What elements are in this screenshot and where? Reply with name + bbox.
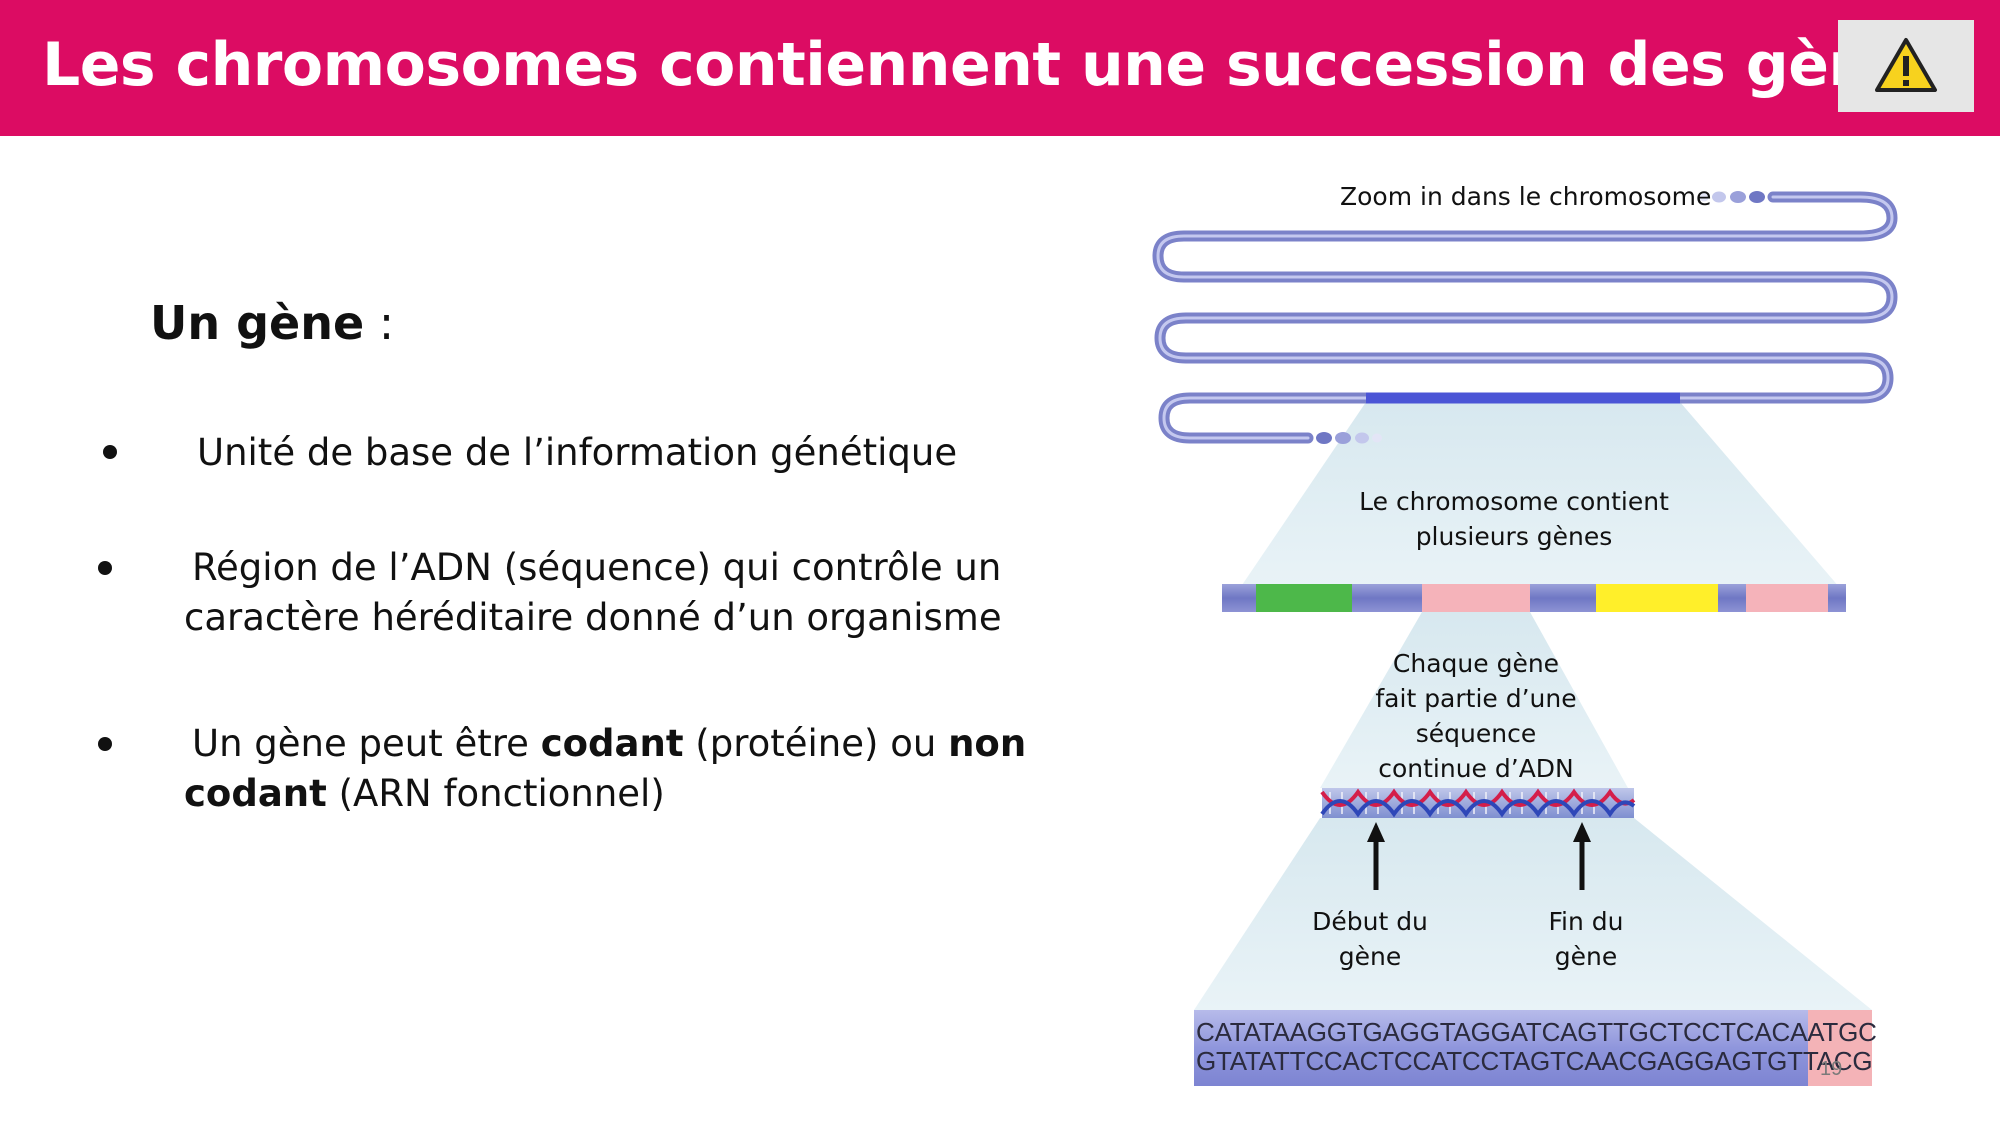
- warning-button[interactable]: [1838, 20, 1974, 112]
- gene-label-line: séquence: [1415, 719, 1537, 748]
- arrow-up-icon: [1573, 822, 1591, 890]
- chromosome-end-beads-bottom: [1316, 432, 1382, 444]
- warning-triangle-icon: [1875, 38, 1937, 92]
- gene-segment-pink-1: [1422, 584, 1530, 612]
- bullet-marker: [98, 737, 112, 751]
- chromosome-label: Le chromosome contient plusieurs gènes: [1334, 484, 1694, 554]
- bullet-3-line-1: Un gène peut être codant (protéine) ou n…: [184, 719, 1026, 769]
- bullet-marker: [98, 561, 112, 575]
- page-number: 19: [1820, 1058, 1843, 1080]
- dna-sequence-top: CATATAAGGTGAGGTAGGATCAGTTGCTCCTCACAATGC: [1196, 1017, 1877, 1047]
- gene-end-label-line: Fin du: [1548, 907, 1624, 936]
- bullet-3-bold-codant: codant: [540, 722, 684, 765]
- gene-label-line: fait partie d’une: [1375, 684, 1577, 713]
- subtitle-colon: :: [364, 296, 395, 350]
- gene-segment-green: [1256, 584, 1352, 612]
- subtitle-bold: Un gène: [150, 296, 365, 350]
- bullet-2: Région de l’ADN (séquence) qui contrôle …: [184, 543, 1002, 643]
- bullet-marker: [103, 445, 117, 459]
- slide-title: Les chromosomes contiennent une successi…: [42, 30, 1947, 100]
- chromosome-coil: [1152, 191, 1898, 444]
- bullet-2-line-1: Région de l’ADN (séquence) qui contrôle …: [192, 546, 1002, 589]
- chromosome-label-line: Le chromosome contient: [1359, 487, 1669, 516]
- gene-start-label-line: gène: [1338, 942, 1402, 971]
- bullet-1-text: Unité de base de l’information génétique: [197, 431, 958, 474]
- dna-helix: [1320, 788, 1636, 818]
- gene-segment-pink-2: [1746, 584, 1828, 612]
- gene-bar: [1222, 584, 1846, 612]
- bullet-3-text: Un gène peut être: [192, 722, 541, 765]
- subtitle: Un gène :: [150, 296, 394, 350]
- bullet-3-text: (protéine) ou: [683, 722, 949, 765]
- chromosome-label-line: plusieurs gènes: [1415, 522, 1613, 551]
- bullet-3-text: (ARN fonctionnel): [326, 772, 665, 815]
- bullet-1: Unité de base de l’information génétique: [197, 428, 957, 478]
- arrow-up-icon: [1367, 822, 1385, 890]
- bullet-3: Un gène peut être codant (protéine) ou n…: [184, 719, 1026, 819]
- title-bar: Les chromosomes contiennent une successi…: [0, 0, 2000, 136]
- gene-start-label-line: Début du: [1312, 907, 1428, 936]
- gene-segment-yellow: [1596, 584, 1718, 612]
- bullet-3-bold-codant: codant: [184, 772, 327, 815]
- gene-end-label-line: gène: [1554, 942, 1618, 971]
- gene-label: Chaque gène fait partie d’une séquence c…: [1336, 646, 1616, 786]
- gene-start-label: Début du gène: [1290, 904, 1450, 974]
- bullet-3-line-2: codant (ARN fonctionnel): [184, 769, 1026, 819]
- gene-label-line: continue d’ADN: [1378, 754, 1574, 783]
- gene-label-line: Chaque gène: [1392, 649, 1560, 678]
- dna-sequence-bottom: GTATATTCCACTCCATCCTAGTCAACGAGGAGTGTTACG: [1196, 1046, 1873, 1076]
- bullet-3-bold-non: non: [948, 722, 1027, 765]
- bullet-2-line-2: caractère héréditaire donné d’un organis…: [184, 596, 1002, 639]
- gene-end-label: Fin du gène: [1506, 904, 1666, 974]
- zoom-label: Zoom in dans le chromosome: [1340, 182, 1712, 211]
